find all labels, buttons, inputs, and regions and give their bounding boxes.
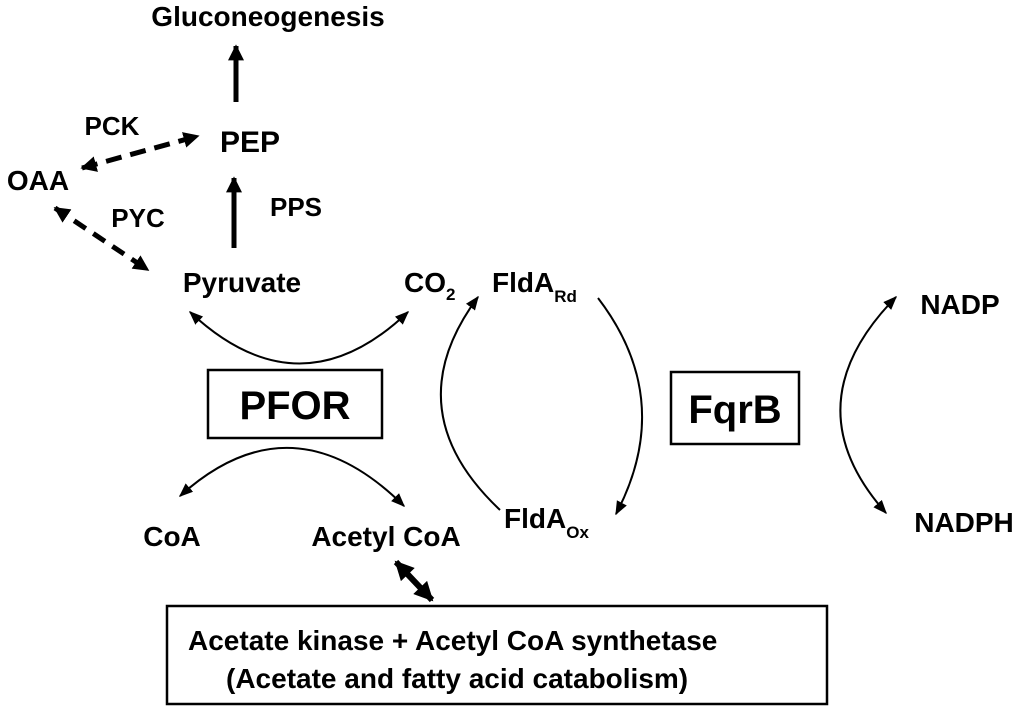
pck-label: PCK — [85, 111, 140, 141]
pyruvate-label: Pyruvate — [183, 267, 301, 298]
pathway-line1: Acetate kinase + Acetyl CoA synthetase — [188, 625, 717, 656]
arc-flda-ox-to-rd — [440, 295, 501, 511]
fqrb-box — [669, 370, 801, 446]
pathway-box — [165, 604, 829, 706]
oaa-label: OAA — [7, 165, 69, 196]
pps-label: PPS — [270, 192, 322, 222]
pyc-label: PYC — [111, 203, 165, 233]
arrow-acetylcoa-to-pathway — [393, 559, 435, 603]
co2-label: CO2 — [404, 267, 455, 304]
flda-ox-label: FldAOx — [504, 503, 589, 542]
arrow-oaa-pyruvate-dashed — [53, 205, 150, 273]
pathway-line2: (Acetate and fatty acid catabolism) — [226, 663, 688, 694]
coa-label: CoA — [143, 521, 201, 552]
pfor-label: PFOR — [239, 384, 350, 428]
gluconeogenesis-label: Gluconeogenesis — [151, 1, 384, 32]
acetyl-coa-label: Acetyl CoA — [311, 521, 460, 552]
pfor-box — [206, 368, 384, 440]
arc-flda-rd-to-ox — [597, 297, 644, 516]
arrow-oaa-pep-dashed — [80, 132, 200, 172]
nadp-label: NADP — [920, 289, 999, 320]
pep-label: PEP — [220, 126, 280, 159]
nadph-label: NADPH — [914, 507, 1014, 538]
flda-rd-label: FldARd — [492, 267, 577, 306]
fqrb-label: FqrB — [688, 388, 781, 432]
arc-pfor-pyruvate-co2 — [188, 311, 410, 365]
arc-fqrb-nadp-nadph — [839, 296, 897, 515]
arc-pfor-coa-acetylcoa — [178, 446, 405, 507]
